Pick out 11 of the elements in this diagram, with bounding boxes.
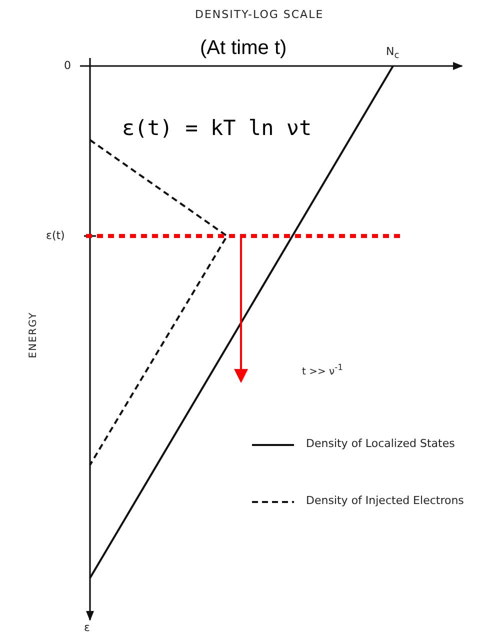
axis-label: ε [84,622,90,633]
annotation-text: t >> ν$^{-1}$ [302,363,343,378]
tick-label: 0 [64,60,71,71]
legend-label: Density of Localized States [306,438,455,449]
tick-label: ε(t) [46,230,65,241]
annotation-text: (At time t) [200,38,287,58]
tick-label: N$_{c}$ [386,46,400,60]
axis-title: ENERGY [29,312,39,358]
equation-text: ε(t) = kT ln νt [122,118,312,139]
axis-title: DENSITY-LOG SCALE [195,9,324,20]
legend-label: Density of Injected Electrons [306,495,464,506]
